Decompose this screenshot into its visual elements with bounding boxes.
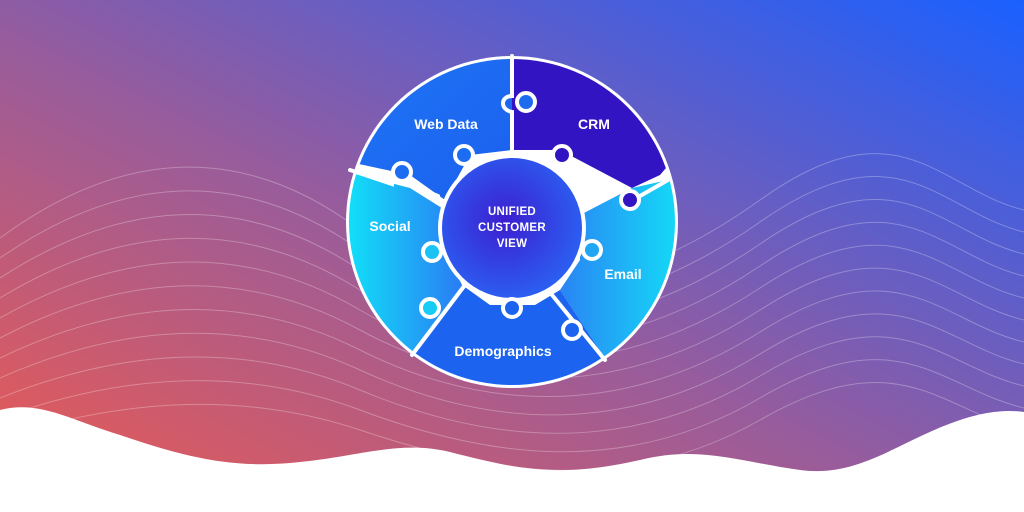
- center-title-line-2: CUSTOMER: [478, 222, 546, 234]
- puzzle-wheel: Web Data CRM Email Demographics Social U…: [346, 54, 678, 388]
- label-crm: CRM: [578, 116, 610, 132]
- puzzle-knobs: [391, 91, 641, 341]
- label-social: Social: [369, 218, 410, 234]
- footer-wave: [0, 407, 1024, 512]
- center-title-line-1: UNIFIED: [488, 206, 536, 218]
- center-title-line-3: VIEW: [497, 238, 528, 250]
- label-web-data: Web Data: [414, 116, 478, 132]
- label-email: Email: [604, 266, 641, 282]
- label-demographics: Demographics: [454, 343, 551, 359]
